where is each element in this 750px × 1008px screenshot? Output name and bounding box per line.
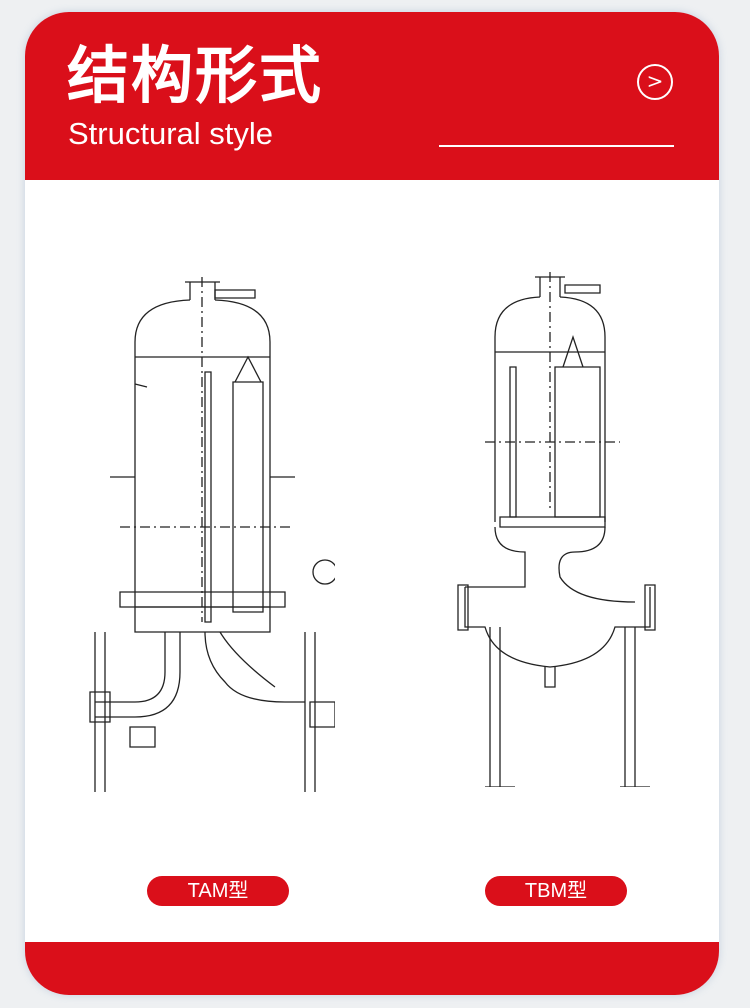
header-divider [439, 145, 674, 147]
structural-style-card: 结构形式 Structural style > [25, 12, 719, 995]
tbm-filter-drawing [455, 267, 675, 787]
card-footer [25, 942, 719, 995]
tam-filter-drawing [75, 262, 335, 792]
tam-model-label: TAM型 [147, 876, 289, 906]
tbm-model-label: TBM型 [485, 876, 627, 906]
section-title: 结构形式 [67, 39, 324, 112]
chevron-right-circle-icon[interactable]: > [637, 64, 673, 100]
section-header: 结构形式 Structural style > [25, 12, 719, 180]
section-subtitle: Structural style [68, 116, 274, 151]
